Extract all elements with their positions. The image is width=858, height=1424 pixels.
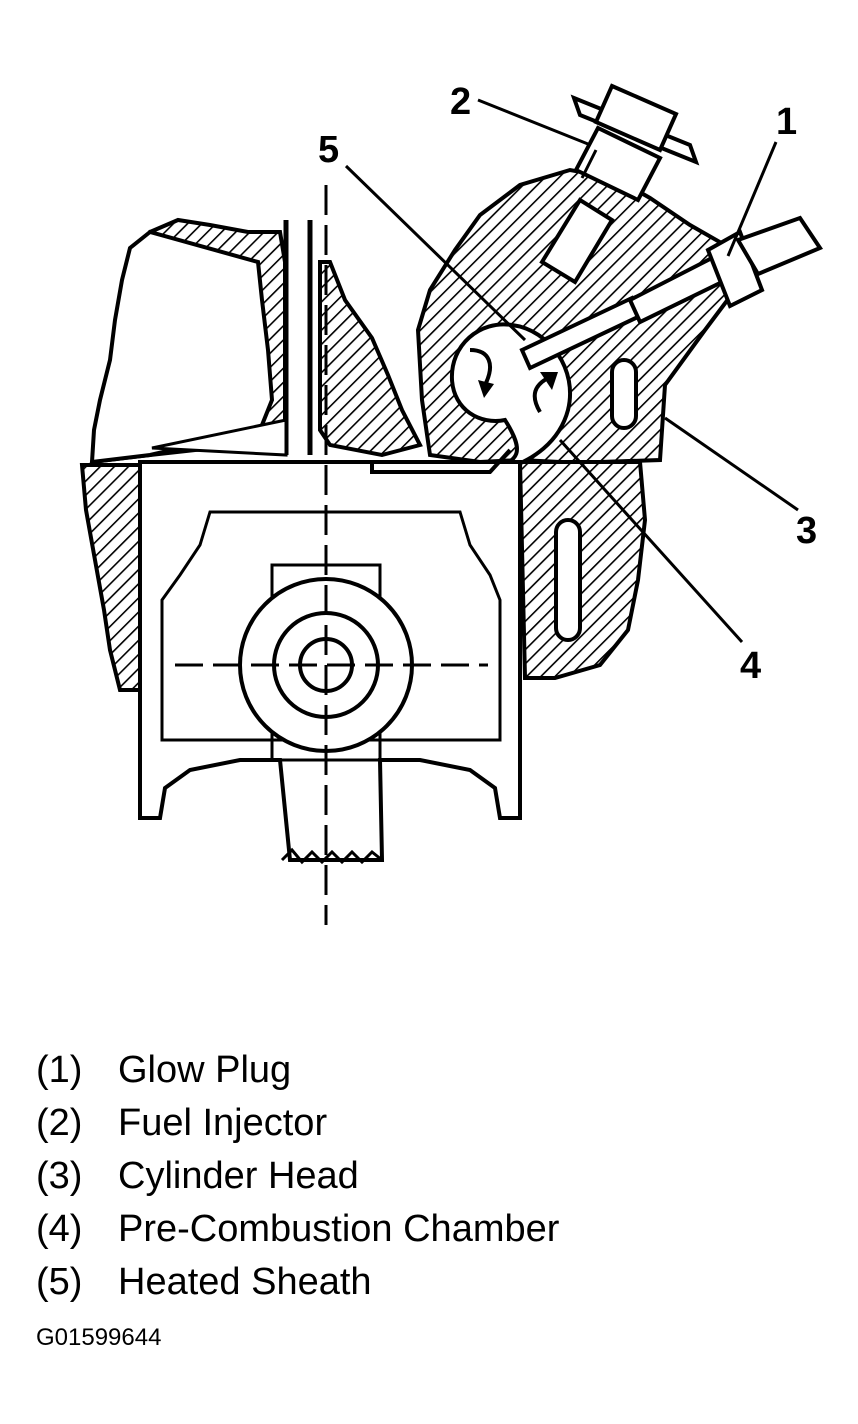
- legend-number: (5): [36, 1261, 83, 1303]
- legend-item: (4) Pre-Combustion Chamber: [36, 1203, 559, 1256]
- legend-item: (5) Heated Sheath: [36, 1256, 559, 1309]
- legend-item: (2) Fuel Injector: [36, 1097, 559, 1150]
- legend-label: Heated Sheath: [118, 1261, 372, 1303]
- block-wall-left: [79, 463, 144, 692]
- legend-label: Cylinder Head: [118, 1155, 359, 1197]
- chamber-throat: [370, 448, 512, 474]
- piston: [138, 460, 522, 865]
- legend-item: (1) Glow Plug: [36, 1044, 559, 1097]
- parts-legend: (1) Glow Plug (2) Fuel Injector (3) Cylinde…: [36, 1044, 559, 1309]
- engine-cross-section-diagram: 1 2 3 4 5: [79, 81, 824, 925]
- legend-label: Pre-Combustion Chamber: [118, 1208, 560, 1250]
- legend-number: (3): [36, 1155, 83, 1197]
- figure-id: G01599644: [36, 1324, 162, 1351]
- legend-label: Fuel Injector: [118, 1102, 328, 1144]
- leader-line-3: [664, 416, 799, 512]
- legend-number: (2): [36, 1102, 83, 1144]
- callout-3: 3: [796, 510, 817, 552]
- swirl-arrow-right: [532, 376, 550, 414]
- callout-4: 4: [740, 645, 761, 687]
- swirl-arrow-left: [469, 348, 492, 386]
- coolant-passage-lower: [554, 518, 582, 642]
- callout-5: 5: [318, 129, 339, 171]
- leader-line-1: [726, 141, 778, 257]
- legend-label: Glow Plug: [118, 1049, 292, 1091]
- leader-line-4: [558, 438, 744, 644]
- valve: [151, 220, 313, 457]
- leader-line-2: [477, 98, 589, 146]
- callout-1: 1: [776, 101, 797, 143]
- engine-block-left: [89, 229, 275, 465]
- intake-port: [318, 260, 423, 458]
- legend-number: (1): [36, 1049, 83, 1091]
- leader-line-5: [344, 164, 527, 342]
- fuel-injector: [539, 83, 700, 285]
- swirl-arrowhead-left: [478, 380, 494, 398]
- callout-2: 2: [450, 81, 471, 123]
- glow-plug: [519, 215, 824, 371]
- coolant-passage-upper: [610, 358, 638, 430]
- swirl-arrowhead-right: [540, 372, 558, 390]
- legend-item: (3) Cylinder Head: [36, 1150, 559, 1203]
- legend-number: (4): [36, 1208, 83, 1250]
- block-wall-right: [517, 460, 648, 680]
